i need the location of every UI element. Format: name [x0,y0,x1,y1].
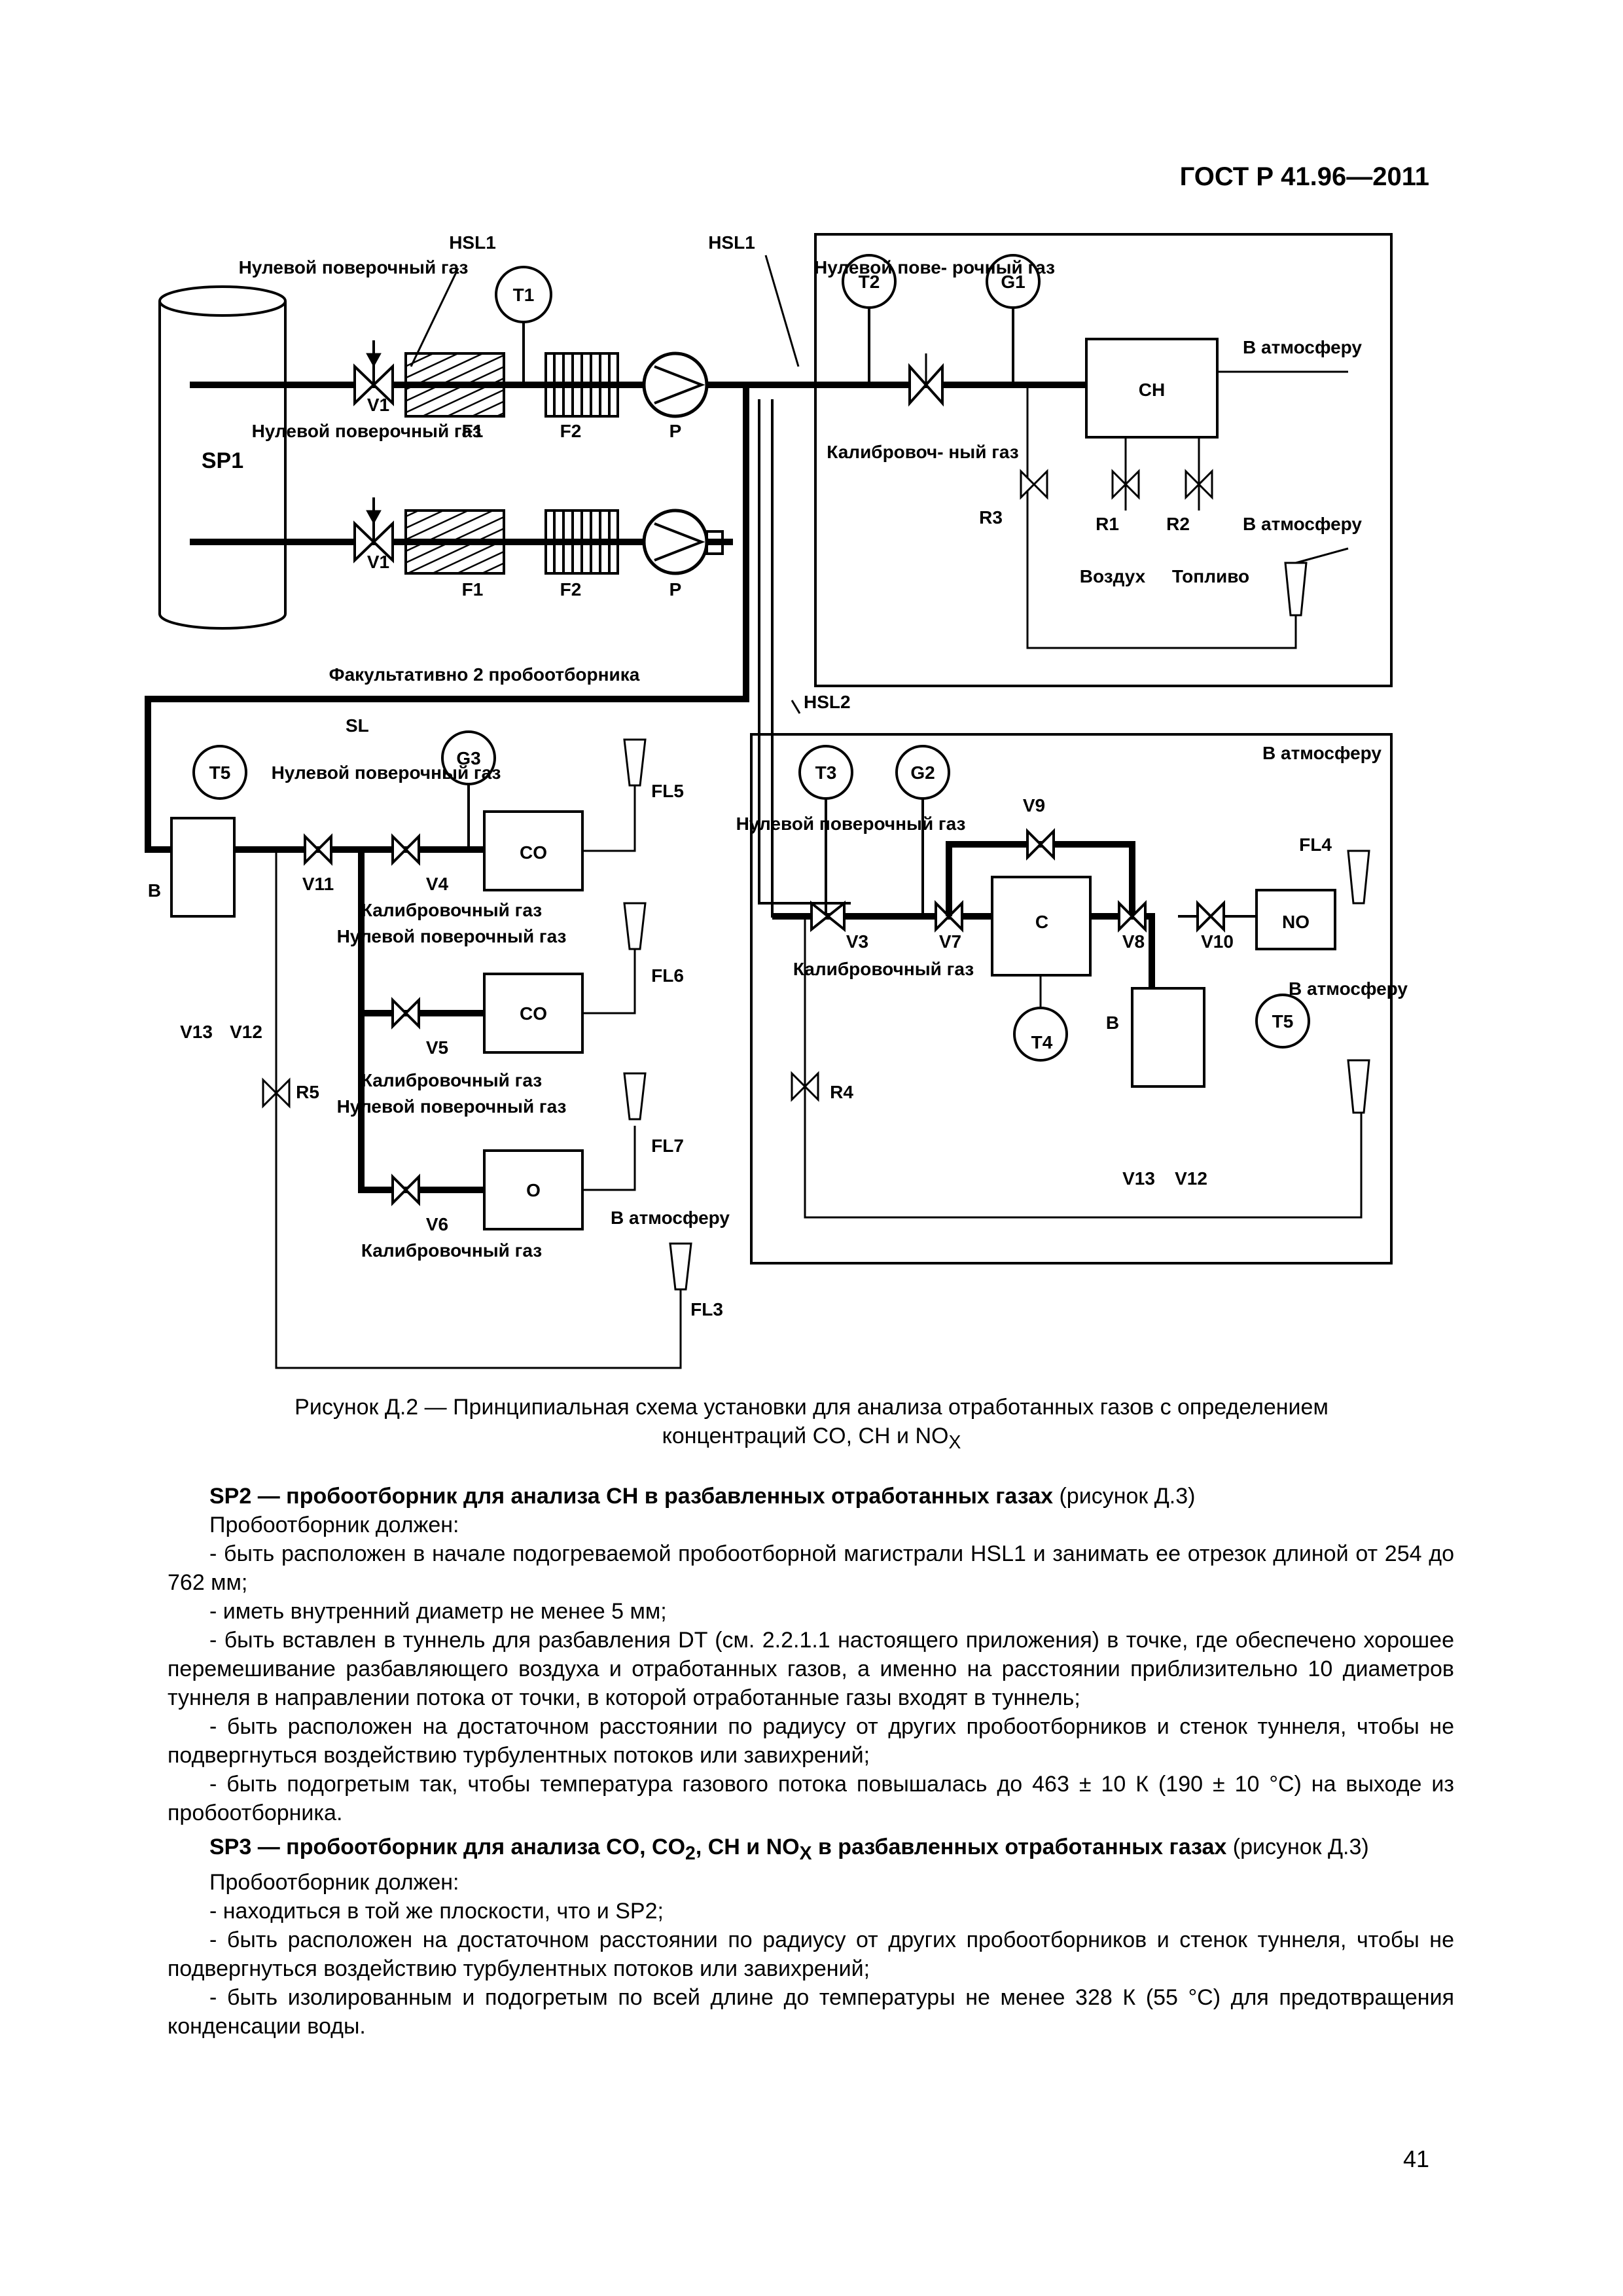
bottom-sampling-line [190,497,733,575]
svg-text:Нулевой поверочный газ: Нулевой поверочный газ [272,762,501,783]
figure-caption: Рисунок Д.2 — Принципиальная схема устан… [190,1393,1433,1457]
sp3-item: - находиться в той же плоскости, что и S… [209,1898,664,1924]
svg-text:Топливо: Топливо [1172,566,1249,586]
page-number: 41 [1402,2145,1429,2172]
caption-line-2: концентраций CO, CH и NOX [662,1424,961,1453]
svg-text:T1: T1 [513,285,535,305]
svg-text:В атмосферу: В атмосферу [1243,514,1362,534]
svg-text:T5: T5 [1272,1011,1294,1031]
svg-text:V13: V13 [1122,1168,1155,1189]
svg-text:FL6: FL6 [651,965,684,986]
standard-header: ГОСТ Р 41.96—2011 [1179,162,1429,191]
svg-text:В атмосферу: В атмосферу [1262,743,1382,763]
svg-text:CO: CO [520,1003,547,1024]
svg-text:R3: R3 [979,507,1003,528]
co-co2-o2-section [170,730,692,1369]
svg-text:FL7: FL7 [651,1136,684,1156]
sp1-tank: SP1 [158,285,287,630]
svg-text:HSL1: HSL1 [449,232,496,253]
sp2-item: - быть расположен в начале подогреваемой… [168,1541,1454,1595]
svg-text:R2: R2 [1166,514,1190,534]
svg-text:F1: F1 [462,579,484,600]
svg-text:F2: F2 [560,421,582,441]
exhaust-analysis-schematic: SP1 Нулевой поверочный газ HSL1 HSL1 V1 … [145,232,1408,1369]
svg-text:V8: V8 [1122,931,1145,952]
svg-text:T5: T5 [209,762,231,783]
svg-text:Воздух: Воздух [1080,566,1146,586]
svg-text:T2: T2 [859,272,880,292]
svg-text:V6: V6 [426,1214,448,1234]
svg-text:V12: V12 [1175,1168,1207,1189]
sp2-item: - иметь внутренний диаметр не менее 5 мм… [209,1599,667,1624]
svg-text:F2: F2 [560,579,582,600]
svg-text:NO: NO [1282,912,1310,932]
document-body: SP2 — пробоотборник для анализа CH в раз… [168,1477,1454,2041]
c-no-analyzer-box [750,733,1393,1265]
svg-text:G3: G3 [456,748,480,768]
svg-text:Нулевой поверочный газ: Нулевой поверочный газ [337,926,567,946]
svg-text:B: B [148,880,161,901]
svg-text:Нулевой поверочный газ: Нулевой поверочный газ [337,1096,567,1117]
svg-text:Нулевой поверочный газ: Нулевой поверочный газ [239,257,469,278]
sp2-heading: SP2 — пробоотборник для анализа CH в раз… [209,1484,1196,1509]
svg-text:R5: R5 [296,1082,319,1102]
svg-text:В атмосферу: В атмосферу [1243,337,1362,357]
svg-text:B: B [1106,1013,1119,1033]
svg-text:R4: R4 [830,1082,853,1102]
svg-text:V11: V11 [302,874,334,894]
svg-text:Калибровочный газ: Калибровочный газ [361,900,542,920]
sp2-item: - быть расположен на достаточном расстоя… [168,1714,1454,1768]
svg-text:V1: V1 [367,552,389,572]
svg-text:FL4: FL4 [1299,834,1332,855]
svg-text:V9: V9 [1023,795,1045,816]
svg-text:FL5: FL5 [651,781,684,801]
svg-text:Нулевой поверочный газ: Нулевой поверочный газ [252,421,482,441]
svg-text:В атмосферу: В атмосферу [611,1208,730,1228]
sp1-label: SP1 [202,448,243,473]
sp2-item: - быть подогретым так, чтобы температура… [168,1772,1454,1825]
ch-analyzer-box [766,233,1393,687]
svg-text:V1: V1 [367,395,389,415]
svg-text:HSL2: HSL2 [804,692,851,712]
svg-text:R1: R1 [1096,514,1119,534]
svg-text:F1: F1 [462,421,484,441]
sp3-item: - быть изолированным и подогретым по все… [168,1984,1454,2039]
sp2-item: - быть вставлен в туннель для разбавлени… [168,1628,1454,1710]
svg-text:G2: G2 [910,762,935,783]
sp3-intro: Пробоотборник должен: [209,1869,459,1895]
svg-text:SL: SL [346,715,369,736]
svg-text:V3: V3 [846,931,868,952]
svg-text:CH: CH [1139,380,1165,400]
svg-text:CO: CO [520,842,547,863]
svg-text:C: C [1035,912,1048,932]
svg-text:Калибровочный газ: Калибровочный газ [793,959,974,979]
svg-text:V10: V10 [1201,931,1234,952]
sp3-item: - быть расположен на достаточном расстоя… [168,1927,1454,1981]
svg-text:Нулевой поверочный газ: Нулевой поверочный газ [736,814,966,834]
svg-text:V13: V13 [180,1022,213,1042]
svg-text:T4: T4 [1031,1032,1053,1052]
sp3-heading: SP3 — пробоотборник для анализа CO, CO2,… [209,1835,1369,1864]
sp2-intro: Пробоотборник должен: [209,1513,459,1537]
svg-text:V7: V7 [939,931,961,952]
svg-text:HSL1: HSL1 [708,232,755,253]
svg-text:Факультативно 2 пробоотборника: Факультативно 2 пробоотборника [329,664,640,685]
svg-text:В атмосферу: В атмосферу [1289,978,1408,999]
caption-line-1: Рисунок Д.2 — Принципиальная схема устан… [294,1395,1329,1420]
svg-text:T3: T3 [815,762,837,783]
svg-text:P: P [669,579,682,600]
svg-text:V12: V12 [230,1022,262,1042]
svg-text:Нулевой пове- рочный газ: Нулевой пове- рочный газ [814,257,1055,278]
svg-text:Калибровочный газ: Калибровочный газ [361,1240,542,1261]
svg-text:V4: V4 [426,874,449,894]
svg-text:V5: V5 [426,1037,448,1058]
svg-text:FL3: FL3 [690,1299,723,1319]
svg-text:O: O [526,1180,541,1200]
svg-text:Калибровочный газ: Калибровочный газ [361,1070,542,1090]
svg-text:Калибровоч- ный газ: Калибровоч- ный газ [827,442,1018,462]
top-sampling-line [190,255,1086,418]
svg-text:P: P [669,421,682,441]
svg-text:G1: G1 [1001,272,1025,292]
